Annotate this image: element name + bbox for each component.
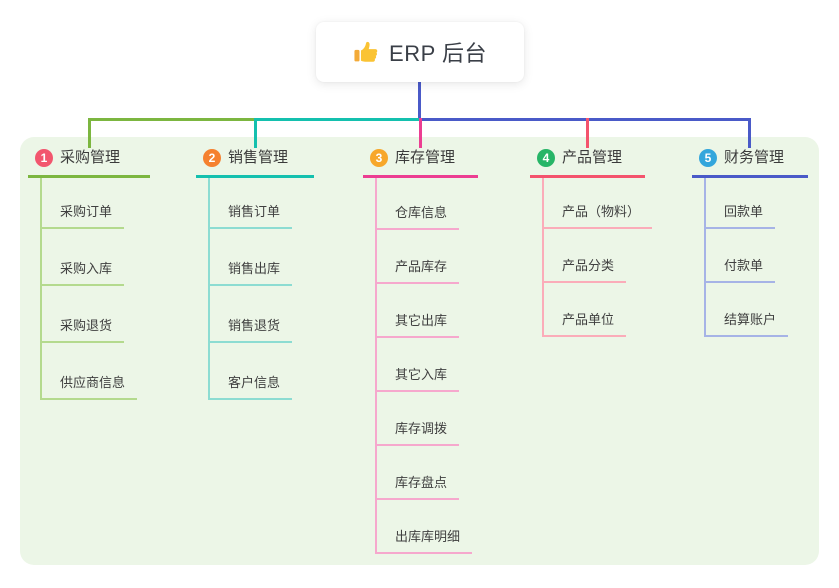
connector-segment-purchase (88, 118, 255, 121)
child-node[interactable]: 采购退货 (28, 286, 150, 343)
branch-title-product[interactable]: 4 产品管理 (530, 147, 645, 178)
child-node-label: 采购退货 (40, 315, 125, 343)
child-node-label: 产品（物料） (542, 201, 653, 229)
root-node-label: ERP 后台 (389, 41, 487, 66)
branch-children-connector (704, 178, 706, 337)
branch-children: 产品（物料） 产品分类 产品单位 (530, 178, 653, 337)
branch-children: 销售订单 销售出库 销售退货 客户信息 (196, 178, 314, 400)
child-node-label: 库存盘点 (375, 472, 460, 500)
child-node-label: 销售出库 (208, 258, 293, 286)
thumbs-up-icon (354, 41, 378, 62)
connector-drop-inventory (419, 118, 422, 148)
root-connector-line (418, 82, 421, 120)
child-node[interactable]: 采购入库 (28, 229, 150, 286)
child-node[interactable]: 回款单 (692, 178, 808, 229)
child-node[interactable]: 出库库明细 (363, 500, 478, 554)
connector-drop-finance (748, 118, 751, 148)
child-node[interactable]: 库存调拨 (363, 392, 478, 446)
child-node-label: 仓库信息 (375, 202, 460, 230)
root-node[interactable]: ERP 后台 (316, 22, 524, 82)
branch-finance: 5 财务管理 回款单 付款单 结算账户 (692, 147, 808, 337)
child-node-label: 采购订单 (40, 201, 125, 229)
branch-number-badge: 3 (370, 149, 388, 167)
child-node-label: 其它入库 (375, 364, 460, 392)
connector-segment-sales (255, 118, 420, 121)
branch-title-label: 库存管理 (395, 149, 456, 166)
branch-number-badge: 4 (537, 149, 555, 167)
branch-inventory: 3 库存管理 仓库信息 产品库存 其它出库 其它入库 库存调拨 库存盘点 出库库… (363, 147, 478, 554)
branch-title-label: 财务管理 (724, 149, 785, 166)
child-node[interactable]: 库存盘点 (363, 446, 478, 500)
branch-title-label: 产品管理 (562, 149, 623, 166)
branch-children-connector (208, 178, 210, 400)
connector-drop-product (586, 118, 589, 148)
child-node-label: 其它出库 (375, 310, 460, 338)
child-node[interactable]: 销售出库 (196, 229, 314, 286)
child-node-label: 结算账户 (704, 309, 789, 337)
child-node-label: 采购入库 (40, 258, 125, 286)
child-node[interactable]: 产品单位 (530, 283, 645, 337)
branch-title-inventory[interactable]: 3 库存管理 (363, 147, 478, 178)
child-node-label: 供应商信息 (40, 372, 138, 400)
branch-children: 采购订单 采购入库 采购退货 供应商信息 (28, 178, 150, 400)
child-node-label: 库存调拨 (375, 418, 460, 446)
branch-title-label: 采购管理 (60, 149, 121, 166)
child-node-label: 回款单 (704, 201, 776, 229)
branch-title-sales[interactable]: 2 销售管理 (196, 147, 314, 178)
child-node-label: 产品分类 (542, 255, 627, 283)
branch-purchase: 1 采购管理 采购订单 采购入库 采购退货 供应商信息 (28, 147, 150, 400)
child-node[interactable]: 产品（物料） (530, 178, 653, 229)
branch-children-connector (542, 178, 544, 337)
branch-number-badge: 2 (203, 149, 221, 167)
child-node[interactable]: 销售订单 (196, 178, 314, 229)
child-node[interactable]: 结算账户 (692, 283, 808, 337)
branch-product: 4 产品管理 产品（物料） 产品分类 产品单位 (530, 147, 653, 337)
child-node[interactable]: 产品库存 (363, 230, 478, 284)
child-node[interactable]: 销售退货 (196, 286, 314, 343)
branch-number-badge: 5 (699, 149, 717, 167)
branch-title-finance[interactable]: 5 财务管理 (692, 147, 808, 178)
branch-title-purchase[interactable]: 1 采购管理 (28, 147, 150, 178)
child-node-label: 产品单位 (542, 309, 627, 337)
child-node[interactable]: 供应商信息 (28, 343, 150, 400)
child-node-label: 销售退货 (208, 315, 293, 343)
branch-title-label: 销售管理 (228, 149, 289, 166)
mindmap-background-panel (20, 137, 819, 565)
child-node[interactable]: 其它入库 (363, 338, 478, 392)
branch-sales: 2 销售管理 销售订单 销售出库 销售退货 客户信息 (196, 147, 314, 400)
child-node[interactable]: 客户信息 (196, 343, 314, 400)
child-node[interactable]: 产品分类 (530, 229, 645, 283)
connector-segment-finance (419, 118, 751, 121)
connector-drop-purchase (88, 118, 91, 148)
connector-drop-sales (254, 118, 257, 148)
child-node-label: 销售订单 (208, 201, 293, 229)
child-node[interactable]: 其它出库 (363, 284, 478, 338)
child-node-label: 付款单 (704, 255, 776, 283)
child-node-label: 客户信息 (208, 372, 293, 400)
child-node[interactable]: 付款单 (692, 229, 808, 283)
branch-children-connector (40, 178, 42, 400)
branch-number-badge: 1 (35, 149, 53, 167)
branch-children: 仓库信息 产品库存 其它出库 其它入库 库存调拨 库存盘点 出库库明细 (363, 178, 478, 554)
child-node[interactable]: 采购订单 (28, 178, 150, 229)
child-node[interactable]: 仓库信息 (363, 178, 478, 230)
child-node-label: 出库库明细 (375, 526, 473, 554)
child-node-label: 产品库存 (375, 256, 460, 284)
branch-children-connector (375, 178, 377, 554)
branch-children: 回款单 付款单 结算账户 (692, 178, 808, 337)
